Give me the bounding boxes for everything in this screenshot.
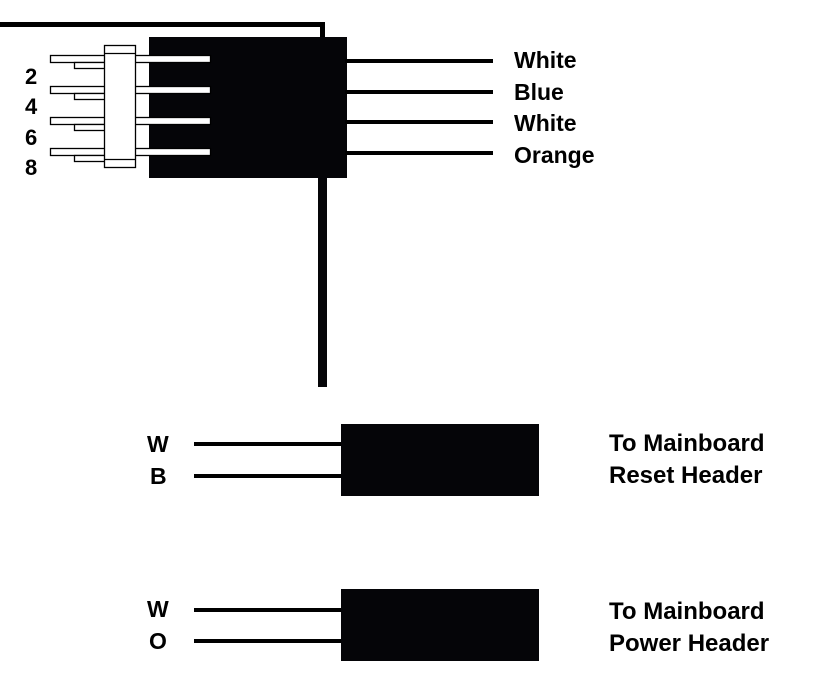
reset-wire-code: B	[150, 463, 167, 489]
power-destination-line1: To Mainboard	[609, 598, 765, 625]
pin-7	[73, 154, 108, 163]
pin-3	[73, 92, 108, 101]
reset-plug: W B To Mainboard Reset Header	[147, 424, 765, 496]
power-plug-block	[341, 589, 539, 661]
pin-5	[73, 123, 108, 132]
vertical-cable	[318, 176, 327, 387]
wire-color-label: Orange	[514, 142, 595, 168]
output-wires	[345, 59, 493, 155]
pin-number-label: 4	[25, 94, 38, 119]
wire-color-label: Blue	[514, 79, 564, 105]
reset-destination-line1: To Mainboard	[609, 430, 765, 457]
wire-color-label: White	[514, 110, 577, 136]
reset-destination-line2: Reset Header	[609, 462, 762, 489]
power-destination-line2: Power Header	[609, 630, 769, 657]
pin-number-label: 8	[25, 155, 37, 180]
reset-wire-code: W	[147, 431, 169, 457]
wire-color-label: White	[514, 47, 577, 73]
top-cable	[0, 22, 325, 40]
power-plug: W O To Mainboard Power Header	[147, 589, 769, 661]
pin-number-label: 6	[25, 125, 37, 150]
pin-number-label: 2	[25, 64, 37, 89]
pin-1	[73, 61, 108, 70]
power-wire-code: W	[147, 596, 169, 622]
pin-housing	[103, 44, 137, 169]
reset-plug-block	[341, 424, 539, 496]
power-wire-code: O	[149, 628, 167, 654]
